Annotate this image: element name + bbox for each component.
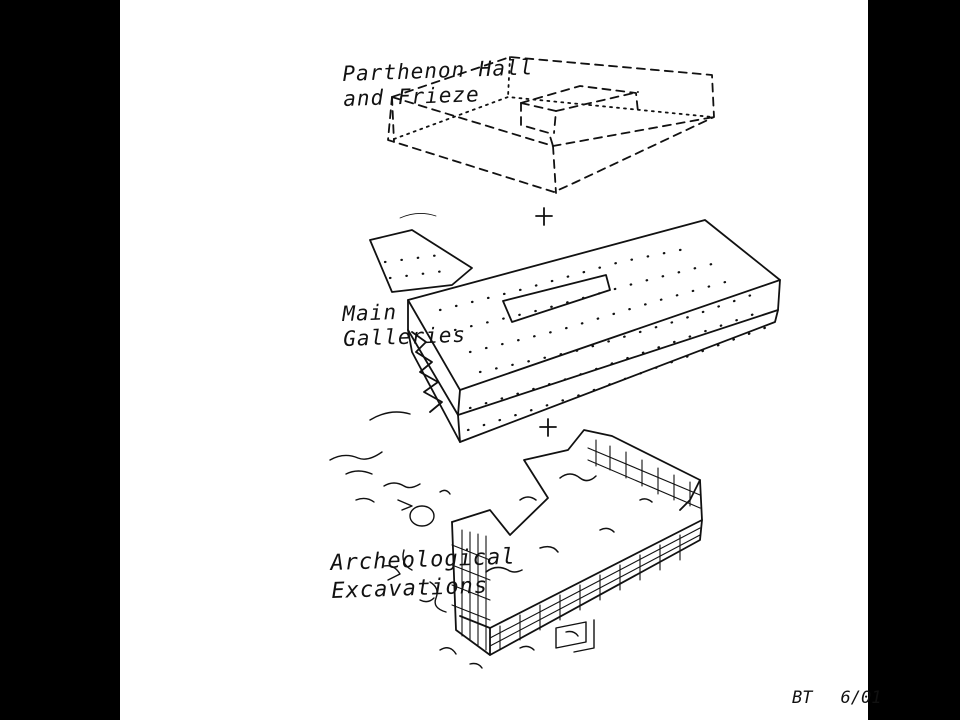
plus-sign-2 bbox=[539, 418, 557, 437]
excavation-grid bbox=[451, 439, 701, 651]
excavation-volume bbox=[451, 429, 703, 656]
sketch-sheet: Parthenon Hall and Frieze Main Galleries… bbox=[120, 0, 881, 720]
signature-initials: BT bbox=[792, 688, 813, 708]
signature-date: 6/01 bbox=[840, 688, 882, 708]
plus-sign-1 bbox=[535, 207, 553, 226]
label-galleries-line-2: Galleries bbox=[342, 322, 467, 351]
label-archeological-excavations: Archeological Excavations bbox=[330, 544, 517, 606]
excavation-marks bbox=[485, 473, 653, 573]
main-galleries-slab bbox=[369, 219, 781, 443]
parthenon-hidden-edges bbox=[393, 56, 713, 140]
galleries-texture bbox=[383, 246, 772, 432]
label-main-galleries: Main Galleries bbox=[342, 298, 466, 352]
ground-scribbles bbox=[329, 213, 595, 669]
exploded-axonometric-sketch bbox=[329, 56, 781, 669]
signature: BT 6/01 bbox=[792, 688, 909, 708]
parthenon-hall-volume bbox=[387, 56, 715, 194]
label-parthenon-hall-and-frieze: Parthenon Hall and Frieze bbox=[342, 55, 535, 112]
